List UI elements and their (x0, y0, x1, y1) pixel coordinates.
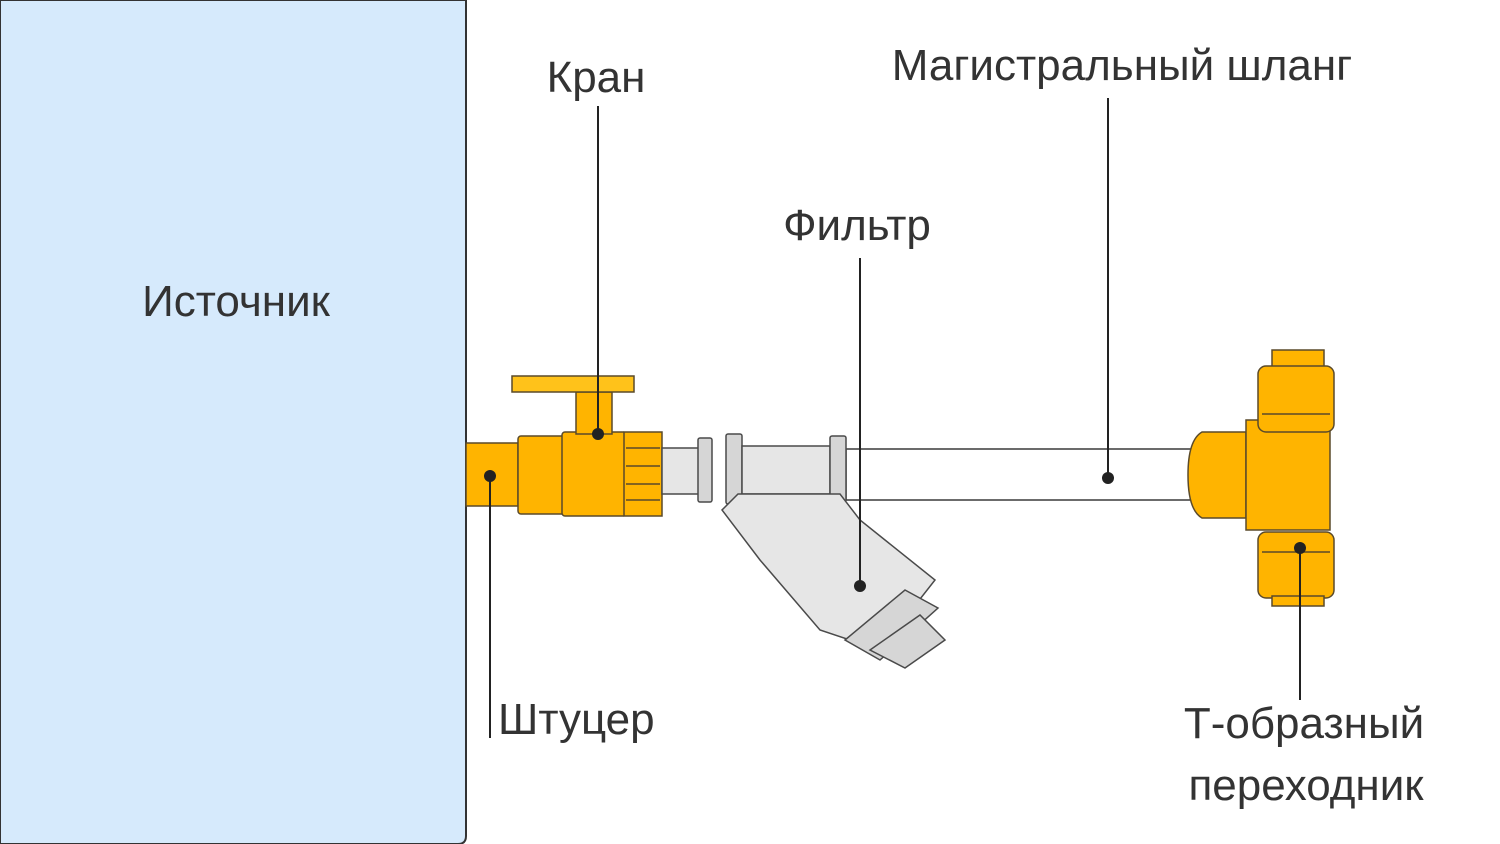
filter-label: Фильтр (783, 201, 931, 250)
t-adapter (1187, 349, 1335, 607)
main-hose (845, 448, 1197, 501)
filter-dot (854, 580, 866, 592)
tee-label-line1: Т-образный (1184, 699, 1424, 748)
fitting-dot (484, 470, 496, 482)
tee-dot (1294, 542, 1306, 554)
valve-label: Кран (547, 53, 646, 102)
hose-dot (1102, 472, 1114, 484)
source-block: Источник (0, 0, 467, 844)
fitting-label: Штуцер (498, 695, 655, 744)
valve-dot (592, 428, 604, 440)
y-filter (661, 433, 947, 669)
leader-lines (484, 98, 1306, 738)
ball-valve (511, 375, 663, 517)
main-hose-label: Магистральный шланг (892, 41, 1352, 90)
tee-label-line2: переходник (1188, 761, 1424, 810)
source-label: Источник (142, 277, 331, 326)
